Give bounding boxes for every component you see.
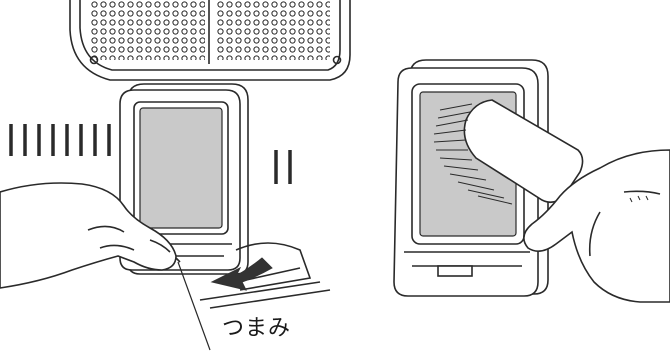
right-hand (523, 149, 670, 303)
vent-slots-left (9, 124, 111, 156)
knob-callout-label: つまみ (222, 316, 292, 341)
filter-tray (119, 83, 249, 275)
grille-panel (69, 0, 351, 81)
slide-rail (199, 242, 331, 309)
callout-leader-line (177, 261, 211, 351)
right-illustration (393, 59, 670, 303)
left-hand (0, 182, 181, 289)
left-illustration (0, 0, 351, 351)
pull-direction-arrow (210, 257, 273, 291)
vent-slots-right (274, 150, 292, 184)
